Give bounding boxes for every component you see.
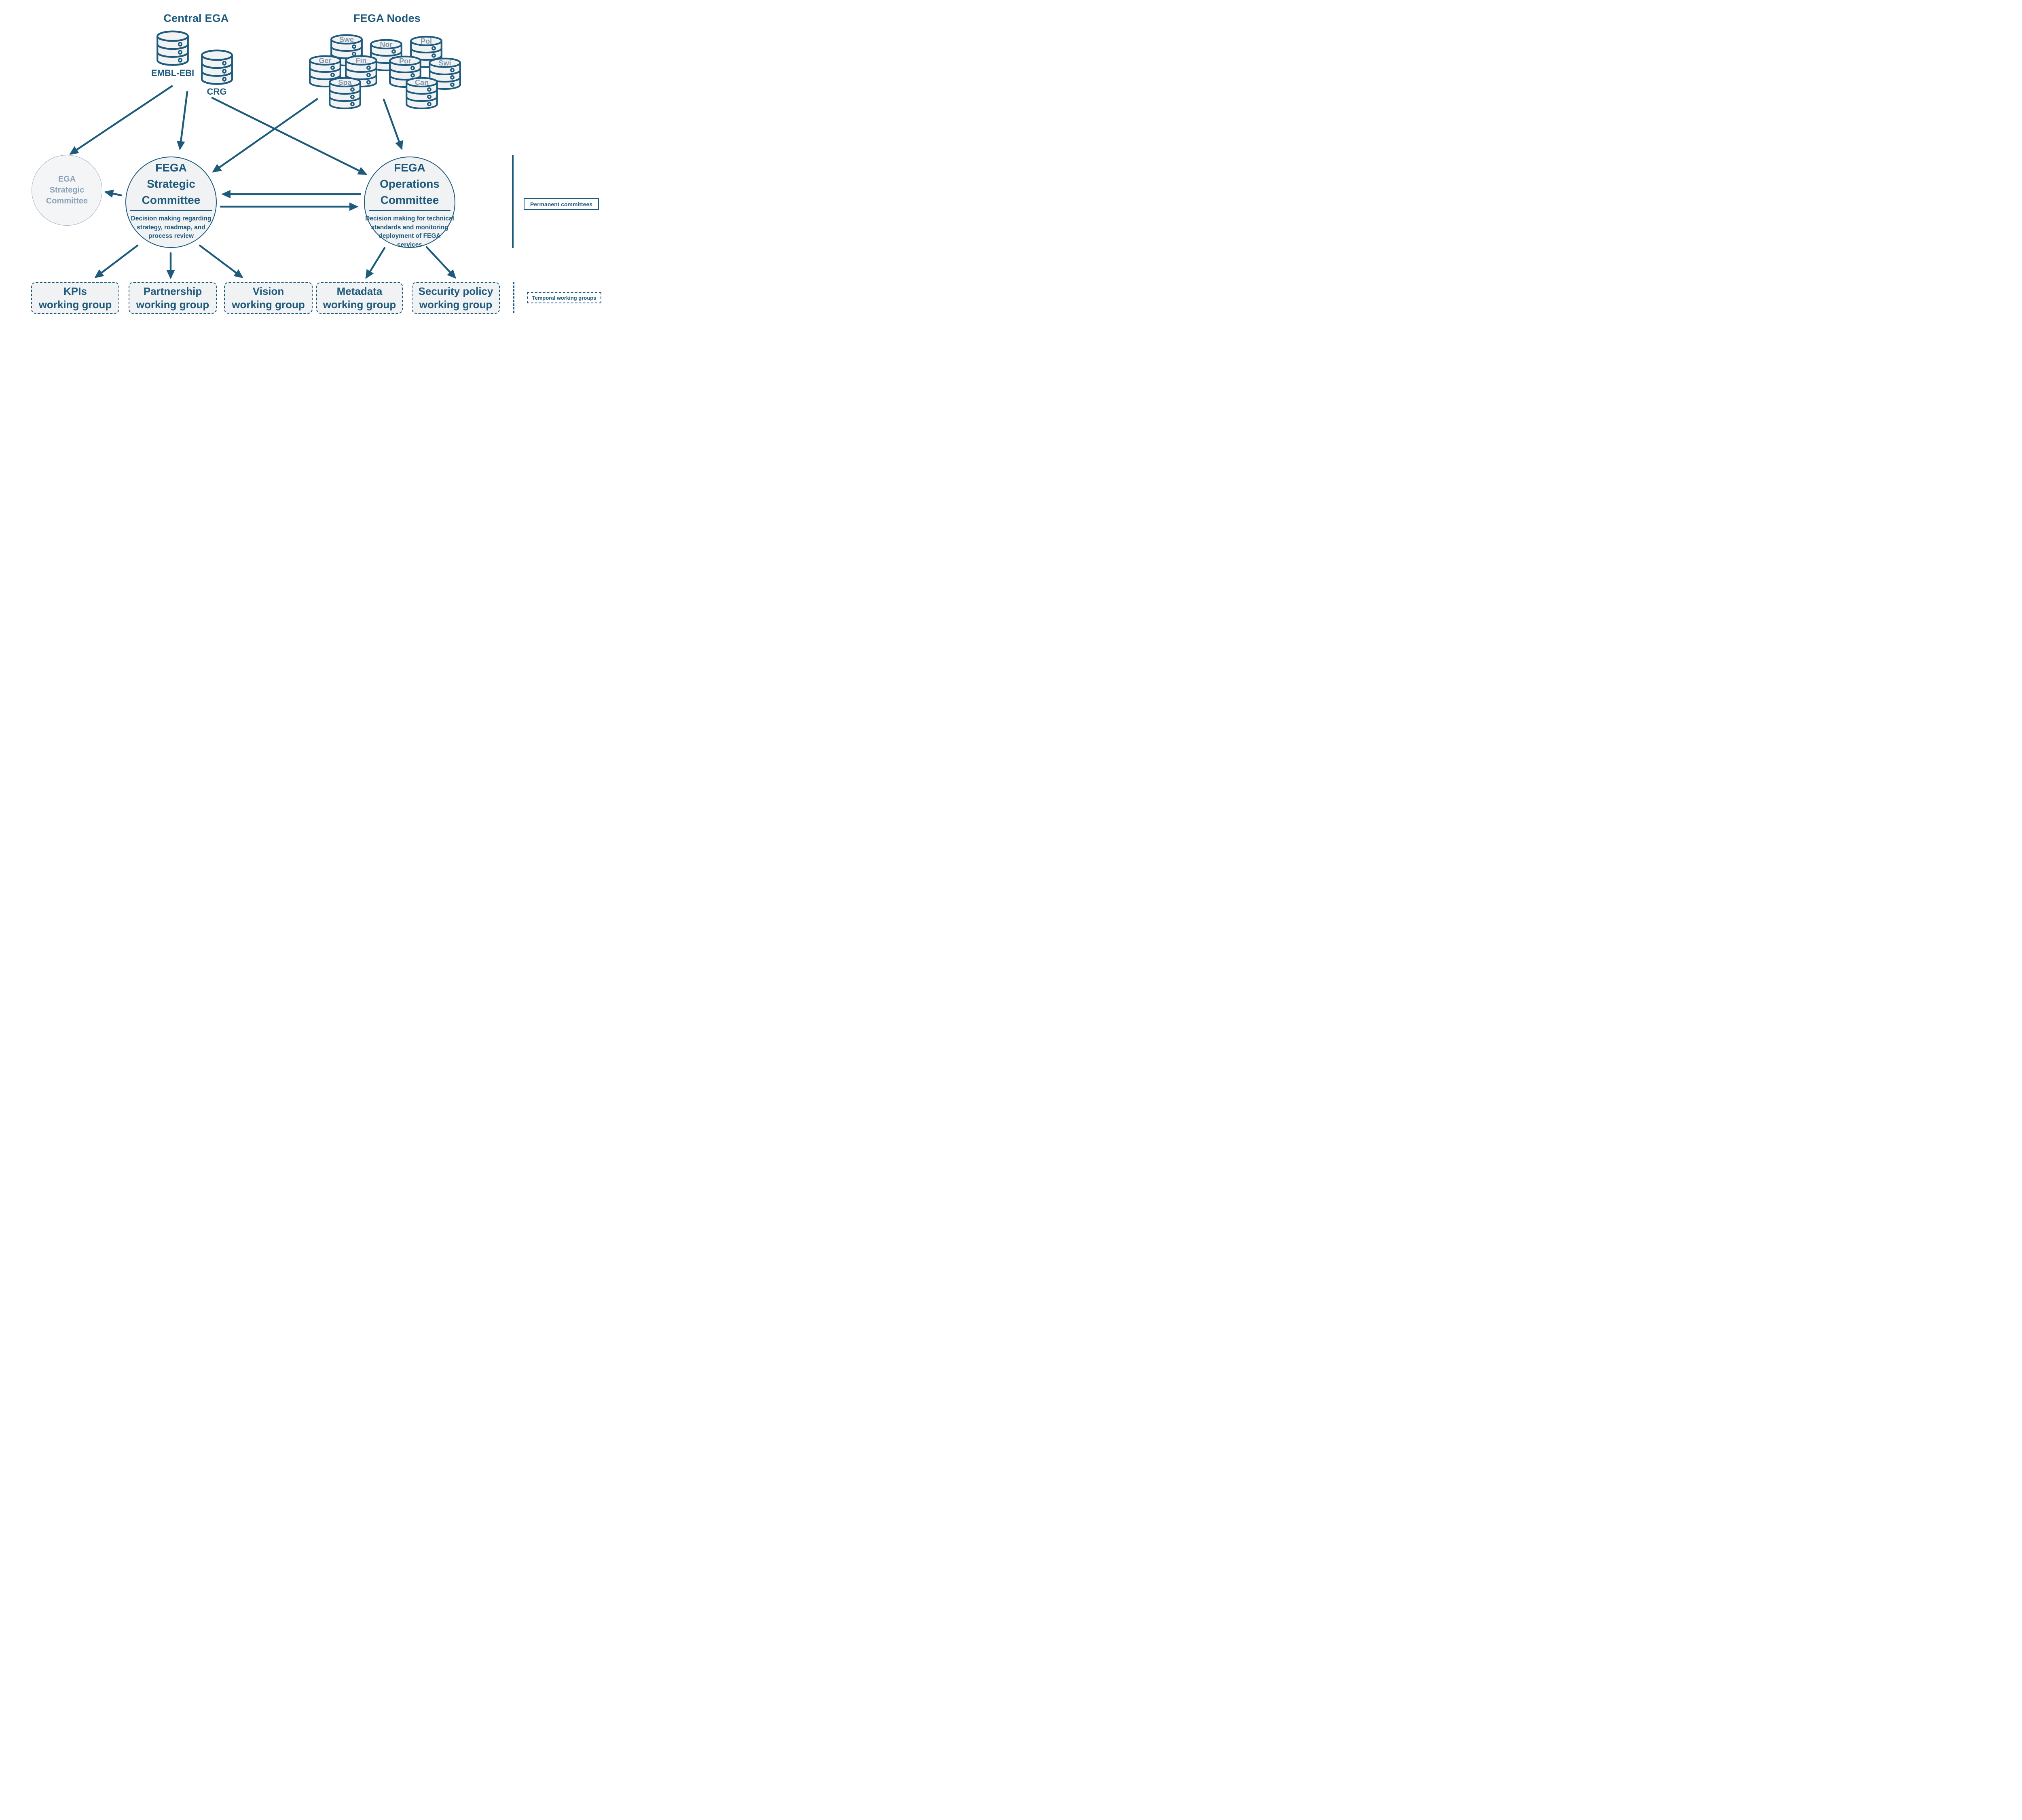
working-group-kpis: KPIs working group xyxy=(31,282,119,314)
fega-strategic-line: FEGA xyxy=(155,161,187,174)
legend-permanent-label: Permanent committees xyxy=(530,201,593,207)
divider xyxy=(369,210,451,211)
fega-node-swe: Swe xyxy=(330,34,364,68)
legend-temporal-label: Temporal working groups xyxy=(532,294,596,301)
fega-node-label: Spa xyxy=(338,78,352,87)
fega-node-spa: Spa xyxy=(328,77,362,110)
fega-node-por: Por xyxy=(388,56,422,89)
central-ega-title: Central EGA xyxy=(163,12,229,24)
fega-operations-line: FEGA xyxy=(394,161,425,174)
arrow-centralega-to-fega-strategic xyxy=(177,91,188,150)
central-db-crg xyxy=(200,50,234,86)
fega-operations-desc-line: standards and monitoring xyxy=(371,224,448,231)
ega-strategic-line: Strategic xyxy=(49,186,85,195)
arrow-strategic-to-kpis xyxy=(94,244,139,278)
working-group-type: working group xyxy=(232,298,305,311)
working-group-name: Vision xyxy=(252,285,284,297)
working-group-metadata: Metadata working group xyxy=(316,282,403,314)
embl-ebi-label: EMBL-EBI xyxy=(151,68,195,78)
ega-strategic-line: EGA xyxy=(58,175,76,184)
arrow-emblebi-to-ega-strategic xyxy=(69,85,173,155)
fega-node-nor: Nor xyxy=(369,39,403,72)
temporal-working-groups-bracket-line xyxy=(513,282,514,313)
database-icon xyxy=(200,50,234,86)
legend-permanent-committees: Permanent committees xyxy=(524,198,599,210)
fega-strategic-desc-line: strategy, roadmap, and xyxy=(137,224,205,231)
working-group-type: working group xyxy=(419,298,493,311)
fega-strategic-line: Committee xyxy=(142,194,201,206)
crg-label: CRG xyxy=(207,87,227,97)
divider xyxy=(130,210,212,211)
fega-node-can: Can xyxy=(405,77,439,110)
permanent-committees-bracket-line xyxy=(512,155,514,248)
fega-strategic-line: Strategic xyxy=(147,178,195,190)
fega-node-label: Por xyxy=(399,57,411,65)
fega-node-label: Ger xyxy=(319,57,332,65)
arrow-feganodes-to-fega-strategic xyxy=(212,98,318,173)
fega-node-label: Swi xyxy=(438,59,451,67)
ega-strategic-committee-circle: EGA Strategic Committee xyxy=(32,155,102,226)
fega-strategic-committee-circle: FEGA Strategic Committee Decision making… xyxy=(125,157,217,248)
working-group-type: working group xyxy=(38,298,112,311)
working-group-security-policy: Security policy working group xyxy=(412,282,500,314)
working-group-type: working group xyxy=(136,298,209,311)
fega-node-label: Pol xyxy=(420,37,432,45)
fega-node-label: Fin xyxy=(355,57,367,65)
working-group-name: Partnership xyxy=(143,285,202,297)
fega-operations-line: Committee xyxy=(380,194,439,206)
fega-operations-committee-circle: FEGA Operations Committee Decision makin… xyxy=(364,157,455,248)
fega-operations-desc-line: Decision making for technical xyxy=(365,215,454,222)
legend-temporal-working-groups: Temporal working groups xyxy=(527,292,601,303)
fega-strategic-desc-line: Decision making regarding xyxy=(131,215,212,222)
arrow-strategic-to-vision xyxy=(199,244,243,278)
fega-operations-desc-line: deployment of FEGA xyxy=(379,233,441,239)
fega-node-fin: Fin xyxy=(344,55,378,89)
working-group-name: Security policy xyxy=(418,285,493,297)
arrow-operations-to-security-policy xyxy=(425,246,457,279)
fega-operations-desc-line: services xyxy=(397,241,423,248)
fega-strategic-desc-line: process review xyxy=(148,233,194,239)
working-group-vision: Vision working group xyxy=(224,282,313,314)
fega-governance-diagram: Central EGA FEGA Nodes EMBL-EBI CRG Swe … xyxy=(0,0,624,351)
arrow-strategic-to-ega-strategic xyxy=(104,189,123,198)
fega-operations-line: Operations xyxy=(380,178,440,190)
fega-node-ger: Ger xyxy=(308,55,342,89)
working-group-partnership: Partnership working group xyxy=(129,282,217,314)
arrow-operations-to-metadata xyxy=(365,247,386,279)
arrow-feganodes-to-fega-operations xyxy=(383,98,403,150)
fega-nodes-title: FEGA Nodes xyxy=(353,12,421,24)
fega-node-swi: Swi xyxy=(428,58,462,91)
working-group-type: working group xyxy=(323,298,396,311)
central-db-embl-ebi xyxy=(156,31,190,67)
ega-strategic-line: Committee xyxy=(46,197,88,205)
fega-node-label: Can xyxy=(415,78,429,87)
fega-node-pol: Pol xyxy=(409,36,443,69)
database-icon xyxy=(156,31,190,67)
fega-node-label: Nor xyxy=(380,40,393,49)
fega-node-label: Swe xyxy=(339,36,354,44)
working-group-name: Metadata xyxy=(336,285,383,297)
working-group-name: KPIs xyxy=(63,285,87,297)
